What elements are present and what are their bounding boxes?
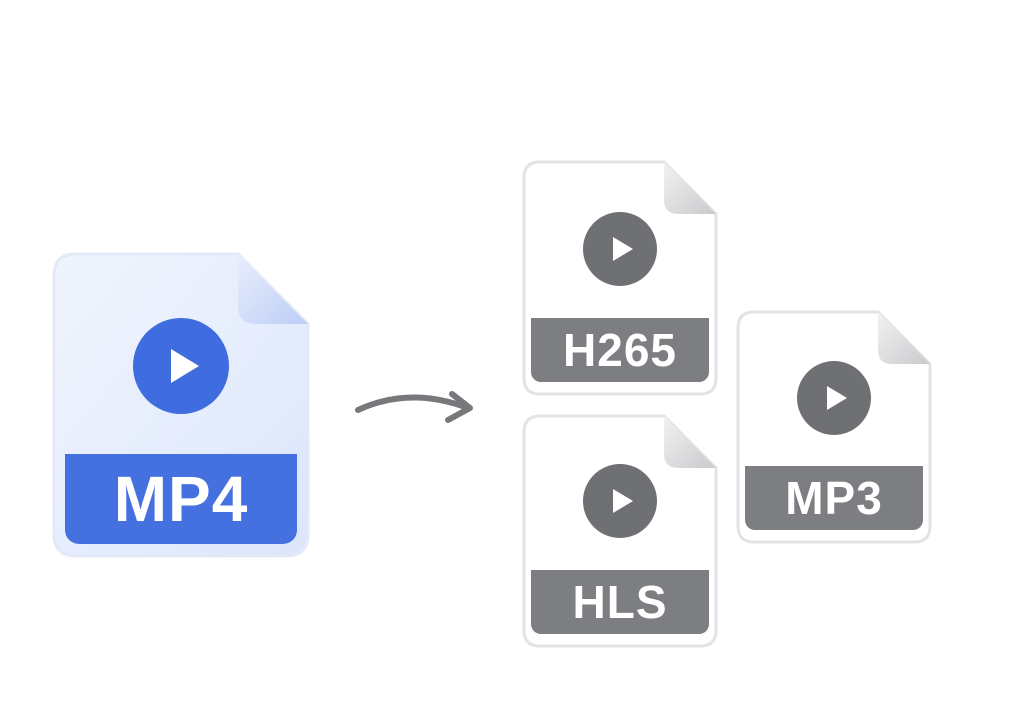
output-file-h265: H265 (522, 160, 718, 396)
output-file-mp3: MP3 (736, 310, 932, 544)
play-icon (583, 212, 657, 286)
file-label: MP3 (745, 466, 923, 530)
play-icon (797, 361, 871, 435)
output-file-hls: HLS (522, 414, 718, 648)
curved-arrow-right-icon (355, 391, 473, 423)
source-file-mp4: MP4 (52, 252, 310, 558)
play-icon (133, 318, 229, 414)
file-label: MP4 (65, 454, 297, 544)
file-label: HLS (531, 570, 709, 634)
file-label: H265 (531, 318, 709, 382)
play-icon (583, 464, 657, 538)
